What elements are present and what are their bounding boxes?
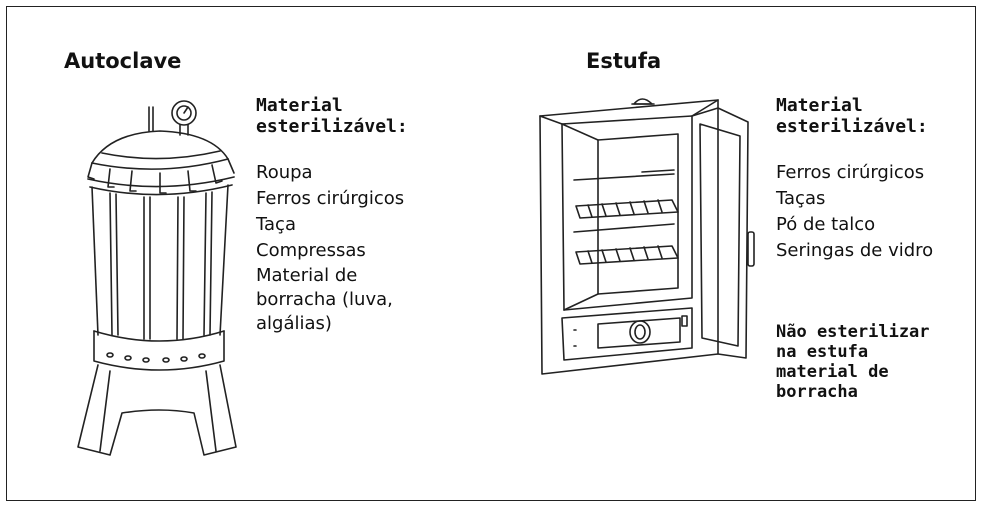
- estufa-item-list: Ferros cirúrgicos Taças Pó de talco Seri…: [776, 160, 933, 264]
- warning-line: na estufa: [776, 342, 869, 362]
- list-item: Pó de talco: [776, 214, 876, 235]
- list-item: Taça: [256, 214, 296, 235]
- warning-line: Não esterilizar: [776, 322, 930, 342]
- estufa-heading-line2: esterilizável:: [776, 116, 928, 137]
- autoclave-title: Autoclave: [64, 49, 182, 73]
- estufa-heading-line1: Material: [776, 95, 863, 116]
- estufa-heading: Material esterilizável:: [776, 95, 928, 137]
- estufa-title: Estufa: [586, 49, 662, 73]
- autoclave-item-list: Roupa Ferros cirúrgicos Taça Compressas …: [256, 160, 404, 336]
- list-item: Compressas: [256, 240, 366, 261]
- figure-frame: [6, 6, 976, 501]
- autoclave-heading-line2: esterilizável:: [256, 116, 408, 137]
- autoclave-heading: Material esterilizável:: [256, 95, 408, 137]
- dial-icon: [630, 321, 650, 343]
- list-item: Roupa: [256, 162, 313, 183]
- pressure-gauge-icon: [172, 101, 196, 125]
- estufa-illustration: [532, 92, 762, 382]
- list-item: Ferros cirúrgicos: [256, 188, 405, 209]
- warning-line: material de: [776, 362, 889, 382]
- estufa-warning: Não esterilizar na estufa material de bo…: [776, 322, 951, 402]
- warning-line: borracha: [776, 382, 858, 402]
- list-item: Seringas de vidro: [776, 240, 934, 261]
- list-item: Material de: [256, 265, 358, 286]
- list-item: Ferros cirúrgicos: [776, 162, 925, 183]
- list-item: algálias): [256, 313, 332, 334]
- autoclave-heading-line1: Material: [256, 95, 343, 116]
- autoclave-illustration: [70, 95, 240, 465]
- list-item: borracha (luva,: [256, 289, 393, 310]
- list-item: Taças: [776, 188, 826, 209]
